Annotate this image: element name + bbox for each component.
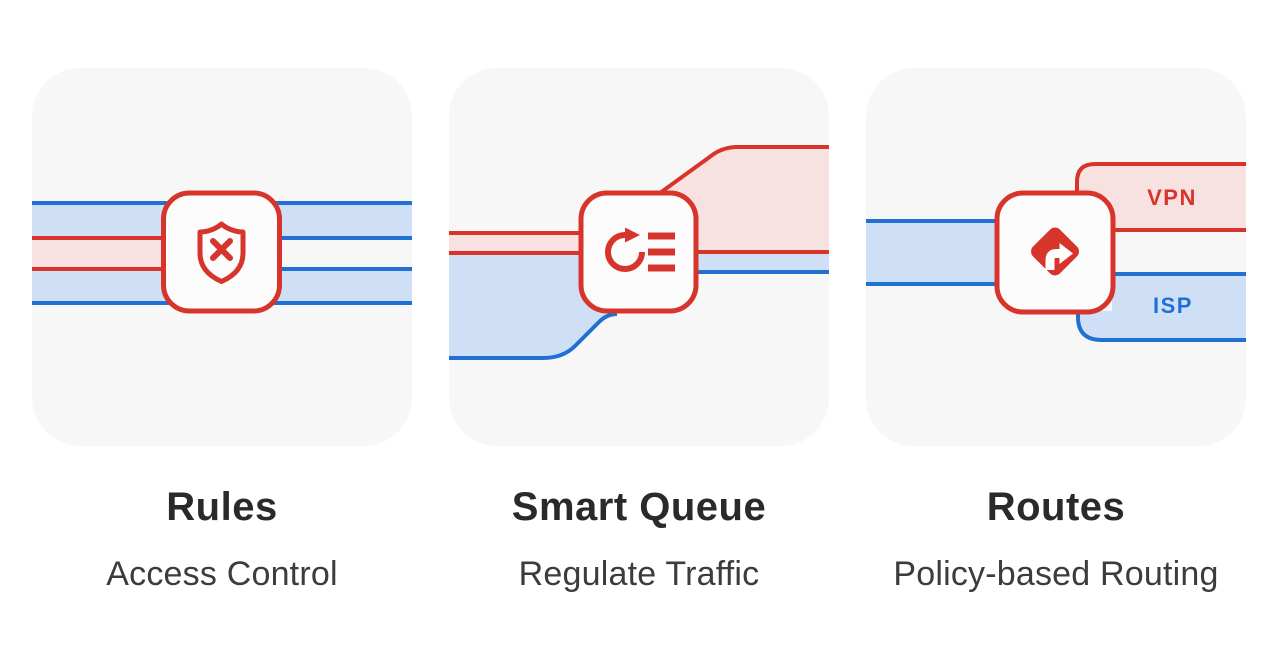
vpn-band-fill [1079, 166, 1246, 228]
blue-band-right-fill [695, 254, 829, 270]
route-icon-box [994, 190, 1116, 315]
cards-row: Rules Access Control [32, 68, 1246, 591]
icon-box-frame [578, 190, 699, 314]
blue-band-left-fill [449, 255, 617, 358]
rotate-queue-icon [605, 227, 675, 272]
card-title: Smart Queue [511, 485, 767, 529]
isp-band-fill [1080, 276, 1246, 338]
turn-right-diamond-icon [1031, 227, 1079, 276]
smart-queue-graphic [449, 145, 829, 360]
shield-x-icon [197, 221, 246, 284]
red-band-border [658, 145, 829, 195]
rules-graphic [32, 190, 412, 314]
card-subtitle: Regulate Traffic [518, 555, 760, 593]
red-band-right-fill [662, 149, 829, 250]
vpn-label: VPN [1147, 185, 1197, 210]
card-subtitle: Access Control [106, 555, 338, 593]
firewall-icon-box [161, 190, 282, 314]
traffic-bands [449, 145, 829, 360]
isp-band-border [1076, 312, 1246, 342]
red-band-left-fill [449, 235, 594, 252]
routes-illustration-card: VPN ISP [866, 68, 1246, 446]
feature-card-rules: Rules Access Control [32, 68, 412, 591]
card-title: Routes [986, 485, 1126, 529]
card-subtitle: Policy-based Routing [893, 555, 1219, 593]
blue-band-border [449, 312, 618, 360]
rules-illustration-card [32, 68, 412, 446]
vpn-band-border [1075, 162, 1246, 196]
feature-card-smart-queue: Smart Queue Regulate Traffic [449, 68, 829, 591]
smart-queue-illustration-card [449, 68, 829, 446]
queue-icon-box [578, 190, 699, 314]
card-title: Rules [166, 485, 278, 529]
feature-card-routes: VPN ISP [866, 68, 1246, 591]
isp-label: ISP [1153, 293, 1193, 318]
routes-graphic: VPN ISP [866, 162, 1246, 342]
